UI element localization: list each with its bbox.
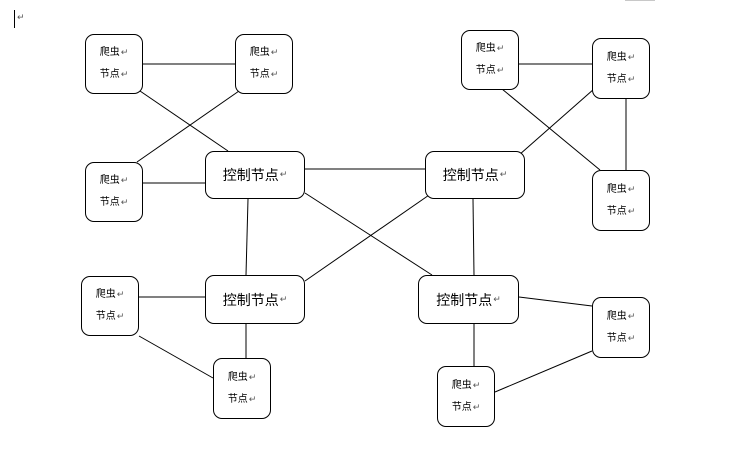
control-node-4: 控制节点↵ [418, 275, 519, 324]
crawler-node-line1: 爬虫 [95, 289, 116, 300]
edge-c1-c3 [245, 198, 249, 276]
crawler-node-6: 爬虫↵ 节点↵ [592, 170, 650, 231]
page-corner-mark [625, 0, 655, 1]
crawler-node-9: 爬虫↵ 节点↵ [592, 297, 650, 358]
control-node-3: 控制节点↵ [205, 275, 305, 324]
crawler-node-line2: 节点 [99, 69, 120, 80]
crawler-node-5: 爬虫↵ 节点↵ [592, 38, 650, 99]
crawler-node-line1: 爬虫 [99, 47, 120, 58]
edge-k9-k10 [494, 350, 593, 393]
crawler-node-8: 爬虫↵ 节点↵ [213, 358, 271, 419]
crawler-node-line1: 爬虫 [249, 47, 270, 58]
crawler-node-line2: 节点 [606, 205, 627, 217]
crawler-node-2: 爬虫↵ 节点↵ [235, 34, 293, 94]
crawler-node-1: 爬虫↵ 节点↵ [85, 34, 143, 94]
edge-c1-c4 [304, 192, 433, 276]
crawler-node-line2: 节点 [95, 311, 116, 322]
control-node-label: 控制节点 [436, 292, 493, 309]
control-node-label: 控制节点 [222, 292, 279, 309]
crawler-node-line1: 爬虫 [99, 175, 120, 186]
crawler-node-line2: 节点 [606, 73, 627, 85]
crawler-node-7: 爬虫↵ 节点↵ [81, 276, 139, 336]
edge-k1-c1 [139, 90, 229, 152]
control-node-2: 控制节点↵ [425, 151, 525, 199]
edge-c2-c4 [472, 198, 475, 276]
edge-c4-k9 [518, 296, 593, 307]
edge-k7-k8 [138, 335, 214, 379]
crawler-node-line1: 爬虫 [606, 51, 627, 63]
crawler-node-line2: 节点 [475, 65, 496, 76]
crawler-node-line1: 爬虫 [606, 183, 627, 195]
crawler-node-line1: 爬虫 [451, 379, 472, 391]
edge-c2-c3 [304, 192, 433, 282]
crawler-node-line2: 节点 [451, 401, 472, 413]
edge-k2-k3 [136, 90, 240, 163]
crawler-node-10: 爬虫↵ 节点↵ [437, 366, 495, 427]
edge-c2-k5 [518, 88, 595, 156]
control-node-1: 控制节点↵ [205, 151, 305, 199]
crawler-node-line2: 节点 [227, 393, 248, 405]
crawler-node-line1: 爬虫 [606, 310, 627, 322]
crawler-node-line1: 爬虫 [475, 43, 496, 54]
crawler-node-line2: 节点 [606, 332, 627, 344]
control-node-label: 控制节点 [442, 168, 499, 184]
control-node-label: 控制节点 [222, 168, 279, 184]
crawler-node-line2: 节点 [99, 197, 120, 208]
crawler-node-line2: 节点 [249, 69, 270, 80]
edge-k4-k6 [501, 88, 601, 171]
crawler-node-3: 爬虫↵ 节点↵ [85, 162, 143, 222]
crawler-node-4: 爬虫↵ 节点↵ [461, 30, 519, 90]
text-cursor [14, 10, 15, 28]
paragraph-mark: ↵ [17, 13, 25, 23]
crawler-node-line1: 爬虫 [227, 371, 248, 383]
